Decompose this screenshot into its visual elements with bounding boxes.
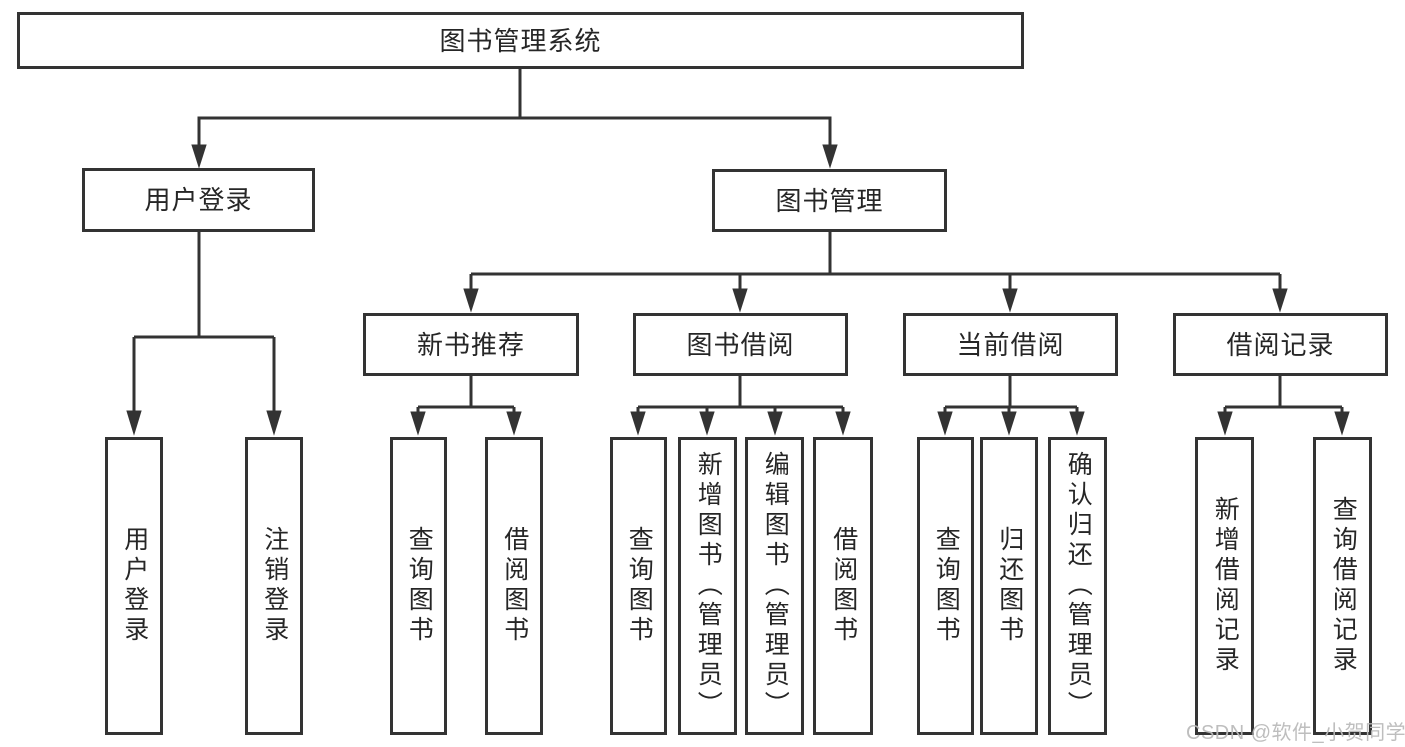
arrowhead-icon <box>699 411 715 436</box>
node-book-borrow: 图书借阅 <box>633 313 848 376</box>
connector-root-to-level2 <box>191 69 838 169</box>
node-label: 查询借阅记录 <box>1329 496 1358 676</box>
leaf-borrow-borrow-books: 借阅图书 <box>813 437 873 735</box>
arrowhead-icon <box>410 411 426 436</box>
arrowhead-icon <box>266 410 282 436</box>
leaf-record-query-borrow-record: 查询借阅记录 <box>1313 437 1372 735</box>
node-label: 编辑图书（管理员） <box>761 451 790 721</box>
node-label: 借阅图书 <box>500 526 529 646</box>
arrowhead-icon <box>1217 411 1233 436</box>
arrowhead-icon <box>822 144 838 169</box>
leaf-newbook-borrow-books: 借阅图书 <box>485 437 543 735</box>
connector-borrow-record-children <box>1217 376 1350 436</box>
leaf-current-return-books: 归还图书 <box>980 437 1038 735</box>
arrowhead-icon <box>1272 288 1288 313</box>
connector-current-borrow-children <box>937 376 1085 436</box>
node-label: 新增图书（管理员） <box>694 451 723 721</box>
node-label: 新增借阅记录 <box>1211 496 1240 676</box>
arrowhead-icon <box>463 288 479 313</box>
node-label: 图书管理 <box>775 185 884 216</box>
arrowhead-icon <box>937 411 953 436</box>
node-borrow-record: 借阅记录 <box>1173 313 1388 376</box>
node-label: 借阅记录 <box>1226 329 1335 360</box>
leaf-borrow-edit-books-admin: 编辑图书（管理员） <box>745 437 804 735</box>
node-label: 当前借阅 <box>956 329 1065 360</box>
node-label: 归还图书 <box>995 526 1024 646</box>
leaf-borrow-query-books: 查询图书 <box>610 437 667 735</box>
leaf-user-login: 用户登录 <box>105 437 163 735</box>
leaf-current-query-books: 查询图书 <box>917 437 974 735</box>
arrowhead-icon <box>630 411 646 436</box>
connector-user-login-children <box>126 232 282 436</box>
node-current-borrow: 当前借阅 <box>903 313 1118 376</box>
leaf-logout-login: 注销登录 <box>245 437 303 735</box>
arrowhead-icon <box>506 411 522 436</box>
arrowhead-icon <box>1069 411 1085 436</box>
arrowhead-icon <box>1001 411 1017 436</box>
node-label: 确认归还（管理员） <box>1064 451 1093 721</box>
arrowhead-icon <box>1334 411 1350 436</box>
leaf-current-confirm-return-admin: 确认归还（管理员） <box>1048 437 1107 735</box>
leaf-record-add-borrow-record: 新增借阅记录 <box>1195 437 1254 735</box>
node-user-login: 用户登录 <box>82 168 315 232</box>
arrowhead-icon <box>1002 288 1018 313</box>
node-label: 借阅图书 <box>829 526 858 646</box>
node-book-management: 图书管理 <box>712 169 947 232</box>
connector-book-borrow-children <box>630 376 851 436</box>
node-label: 用户登录 <box>120 526 149 646</box>
leaf-borrow-add-books-admin: 新增图书（管理员） <box>678 437 737 735</box>
connector-book-mgmt-to-level3 <box>463 232 1288 313</box>
node-label: 注销登录 <box>260 526 289 646</box>
arrowhead-icon <box>191 144 207 169</box>
node-label: 新书推荐 <box>416 329 525 360</box>
node-new-book-recommend: 新书推荐 <box>363 313 579 376</box>
node-label: 查询图书 <box>932 526 961 646</box>
node-label: 查询图书 <box>405 526 434 646</box>
leaf-newbook-query-books: 查询图书 <box>390 437 447 735</box>
arrowhead-icon <box>732 288 748 313</box>
connector-new-book-children <box>410 376 522 436</box>
node-label: 图书借阅 <box>686 329 795 360</box>
node-library-management-system: 图书管理系统 <box>17 12 1024 69</box>
node-label: 用户登录 <box>144 185 253 215</box>
arrowhead-icon <box>767 411 783 436</box>
node-label: 查询图书 <box>625 526 654 646</box>
arrowhead-icon <box>126 410 142 436</box>
arrowhead-icon <box>835 411 851 436</box>
csdn-watermark: CSDN @软件_小贺同学 <box>1186 722 1405 744</box>
node-label: 图书管理系统 <box>439 25 602 56</box>
